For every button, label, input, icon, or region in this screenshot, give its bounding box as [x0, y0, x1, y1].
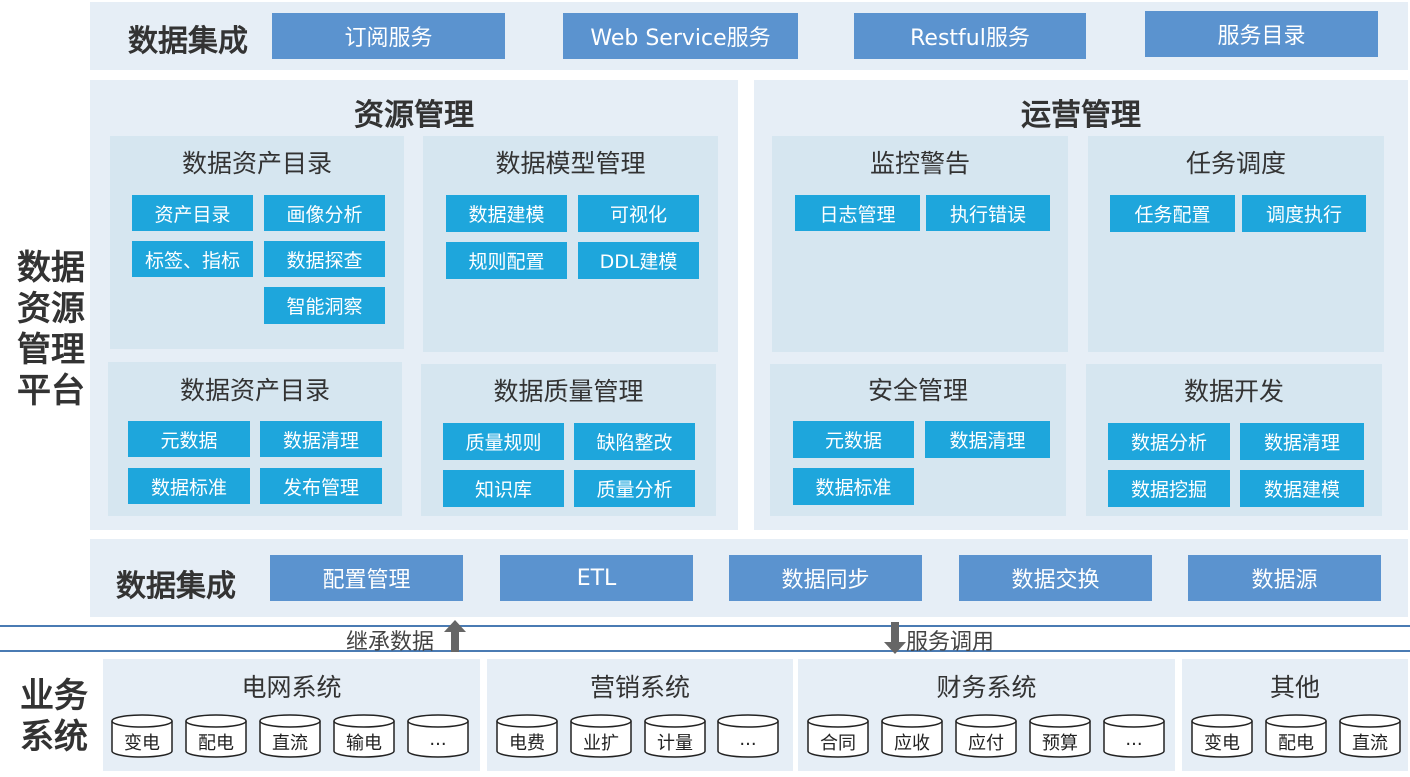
database-cylinder-icon: 配电 — [185, 714, 247, 758]
database-label: 变电 — [124, 733, 160, 754]
database-cylinder-icon: 变电 — [1191, 714, 1253, 758]
database-label: ... — [429, 729, 447, 750]
chip-visualization[interactable]: 可视化 — [578, 195, 699, 232]
chip-ddl-modeling[interactable]: DDL建模 — [578, 242, 699, 279]
chip-data-analysis[interactable]: 数据分析 — [1108, 423, 1230, 460]
asset-catalog-title-2: 数据资产目录 — [179, 376, 330, 405]
chip-data-modeling[interactable]: 数据建模 — [446, 195, 567, 232]
task-schedule-title: 任务调度 — [1185, 149, 1286, 178]
database-label: 变电 — [1204, 733, 1240, 754]
data-dev-title: 数据开发 — [1183, 377, 1284, 406]
database-cylinder-icon: 变电 — [111, 714, 173, 758]
chip-data-cleaning[interactable]: 数据清理 — [260, 421, 382, 457]
monitor-alert-title: 监控警告 — [869, 149, 970, 178]
task-schedule-block — [1088, 136, 1384, 352]
chip-asset-catalog[interactable]: 资产目录 — [132, 195, 253, 231]
other-system-title: 其他 — [1269, 673, 1320, 702]
subscribe-service-button[interactable]: 订阅服务 — [272, 13, 505, 59]
database-cylinder-icon: 业扩 — [570, 714, 632, 758]
data-exchange-button[interactable]: 数据交换 — [959, 555, 1152, 601]
database-cylinder-icon: 应收 — [881, 714, 943, 758]
database-label: 合同 — [820, 733, 856, 754]
database-label: 应付 — [968, 733, 1004, 754]
security-title: 安全管理 — [867, 376, 968, 405]
service-catalog-button[interactable]: 服务目录 — [1145, 11, 1378, 57]
database-label: ... — [1125, 729, 1143, 750]
database-cylinder-icon: 直流 — [1339, 714, 1401, 758]
chip-smart-insight[interactable]: 智能洞察 — [264, 287, 385, 324]
database-label: 业扩 — [583, 733, 619, 754]
service-call-label: 服务调用 — [906, 630, 995, 655]
down-arrow-icon — [884, 622, 906, 654]
data-sync-button[interactable]: 数据同步 — [729, 555, 922, 601]
chip-tags-metrics[interactable]: 标签、指标 — [132, 241, 253, 277]
marketing-system-title: 营销系统 — [589, 673, 690, 702]
grid-system-title: 电网系统 — [241, 673, 342, 702]
chip-sec-data-cleaning[interactable]: 数据清理 — [925, 421, 1050, 458]
strip-top-line — [0, 625, 1410, 627]
chip-dev-data-cleaning[interactable]: 数据清理 — [1240, 423, 1364, 460]
asset-catalog-title: 数据资产目录 — [181, 149, 332, 178]
platform-side-label: 数据 资源 管理 平台 — [17, 248, 85, 411]
database-label: ... — [739, 729, 757, 750]
chip-data-mining[interactable]: 数据挖掘 — [1108, 470, 1230, 507]
operations-management-title: 运营管理 — [1021, 98, 1141, 133]
integration-title: 数据集成 — [116, 569, 236, 604]
business-system-label: 业务 系统 — [20, 676, 88, 757]
database-cylinder-icon: 配电 — [1265, 714, 1327, 758]
web-service-button[interactable]: Web Service服务 — [563, 13, 798, 59]
chip-publish-management[interactable]: 发布管理 — [260, 468, 382, 504]
database-cylinder-icon: 输电 — [333, 714, 395, 758]
database-cylinder-icon: 合同 — [807, 714, 869, 758]
database-cylinder-icon: 应付 — [955, 714, 1017, 758]
chip-log-management[interactable]: 日志管理 — [795, 195, 920, 231]
resource-management-title: 资源管理 — [354, 98, 474, 133]
database-cylinder-icon: 预算 — [1029, 714, 1091, 758]
data-quality-title: 数据质量管理 — [493, 377, 644, 406]
database-label: 计量 — [657, 733, 693, 754]
database-label: 电费 — [509, 733, 545, 754]
chip-sec-data-standard[interactable]: 数据标准 — [793, 468, 914, 505]
database-cylinder-icon: ... — [1103, 714, 1165, 758]
strip-bottom-line — [0, 650, 1410, 652]
database-label: 直流 — [1352, 733, 1388, 754]
database-label: 输电 — [346, 733, 382, 754]
database-label: 应收 — [894, 733, 930, 754]
chip-knowledge-base[interactable]: 知识库 — [443, 470, 564, 507]
chip-profile-analysis[interactable]: 画像分析 — [264, 195, 385, 231]
chip-schedule-run[interactable]: 调度执行 — [1242, 195, 1366, 232]
etl-button[interactable]: ETL — [500, 555, 693, 601]
top-integration-title: 数据集成 — [128, 24, 248, 59]
database-cylinder-icon: ... — [407, 714, 469, 758]
chip-sec-metadata[interactable]: 元数据 — [793, 421, 914, 458]
restful-service-button[interactable]: Restful服务 — [854, 13, 1086, 59]
database-label: 直流 — [272, 733, 308, 754]
monitor-alert-block — [772, 136, 1068, 352]
finance-system-title: 财务系统 — [936, 673, 1037, 702]
data-source-button[interactable]: 数据源 — [1188, 555, 1381, 601]
chip-rule-config[interactable]: 规则配置 — [446, 242, 567, 279]
chip-quality-analysis[interactable]: 质量分析 — [574, 470, 695, 507]
data-model-title: 数据模型管理 — [495, 149, 646, 178]
database-cylinder-icon: 电费 — [496, 714, 558, 758]
chip-execution-errors[interactable]: 执行错误 — [926, 195, 1050, 231]
chip-data-exploration[interactable]: 数据探查 — [264, 241, 385, 277]
chip-metadata[interactable]: 元数据 — [128, 421, 250, 457]
database-cylinder-icon: 直流 — [259, 714, 321, 758]
database-cylinder-icon: 计量 — [644, 714, 706, 758]
config-management-button[interactable]: 配置管理 — [270, 555, 463, 601]
chip-data-standard[interactable]: 数据标准 — [128, 468, 250, 504]
inherit-data-label: 继承数据 — [346, 630, 435, 655]
chip-dev-data-modeling[interactable]: 数据建模 — [1240, 470, 1364, 507]
database-label: 配电 — [198, 733, 234, 754]
database-label: 配电 — [1278, 733, 1314, 754]
database-label: 预算 — [1042, 733, 1078, 754]
database-cylinder-icon: ... — [717, 714, 779, 758]
up-arrow-icon — [444, 620, 466, 652]
chip-defect-fix[interactable]: 缺陷整改 — [574, 423, 695, 460]
chip-quality-rules[interactable]: 质量规则 — [443, 423, 564, 460]
chip-task-config[interactable]: 任务配置 — [1110, 195, 1235, 232]
